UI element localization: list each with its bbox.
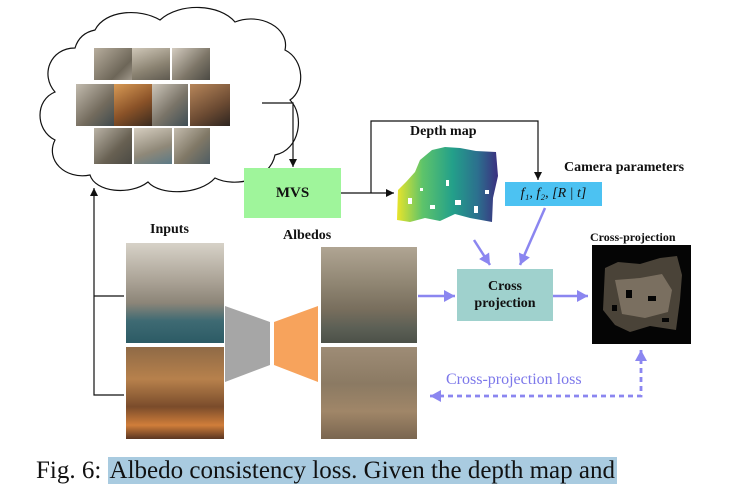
- input-photo-1: [126, 243, 224, 343]
- cloud-photo-1: [94, 48, 132, 80]
- inputs-label: Inputs: [150, 222, 189, 237]
- depth-map-label: Depth map: [410, 124, 477, 139]
- albedo-photo-2: [321, 347, 417, 439]
- camera-params-box: f₁, f₂, [R | t]: [505, 182, 602, 206]
- cloud-photo-7: [190, 84, 230, 126]
- cross-projection-output-image: [592, 245, 691, 344]
- cloud-photo-4: [76, 84, 114, 126]
- mvs-label: MVS: [275, 184, 310, 201]
- cross-projection-box-line2: projection: [474, 296, 536, 311]
- cloud-photo-10: [174, 128, 210, 164]
- encoder-block: [225, 306, 270, 382]
- cloud-photo-5: [114, 84, 152, 126]
- mvs-to-camera-arrow: [370, 120, 542, 193]
- albedos-label: Albedos: [283, 228, 332, 243]
- cloud-photo-3: [172, 48, 210, 80]
- cloud-photo-9: [134, 128, 172, 164]
- camera-to-crossproj-arrow: [518, 207, 547, 266]
- depth-map-image: [397, 147, 498, 222]
- cross-projection-title: Cross-projection: [590, 230, 676, 244]
- input-photo-2: [126, 347, 224, 439]
- decoder-block: [274, 306, 318, 382]
- cross-projection-loss-arrow: [430, 350, 647, 402]
- albedo-photo-1: [321, 247, 417, 343]
- cloud-to-mvs-arrow: [262, 102, 297, 167]
- cross-projection-box-line1: Cross: [488, 279, 522, 294]
- camera-parameters-label: Camera parameters: [564, 160, 685, 175]
- cross-projection-box: Cross projection: [457, 269, 553, 321]
- mvs-box: MVS: [244, 168, 341, 218]
- caption-text: Albedo consistency loss. Given the depth…: [107, 457, 618, 484]
- depth-to-crossproj-arrow: [472, 239, 492, 266]
- cloud-photo-8: [94, 128, 132, 164]
- cloud-photo-6: [152, 84, 188, 126]
- camera-params-formula: f₁, f₂, [R | t]: [520, 186, 587, 201]
- figure-caption: Fig. 6: Albedo consistency loss. Given t…: [36, 454, 726, 487]
- cloud-photo-2: [132, 48, 170, 80]
- cross-projection-loss-label: Cross-projection loss: [446, 371, 582, 388]
- caption-prefix: Fig. 6:: [36, 457, 102, 484]
- inputs-to-cloud-arrow: [94, 188, 124, 396]
